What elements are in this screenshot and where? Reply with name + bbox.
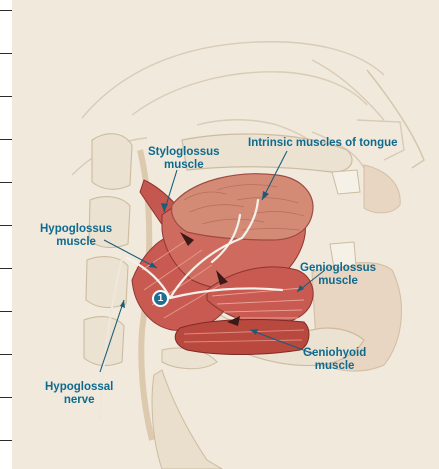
ruler-tick [0,10,12,11]
ruler-tick [0,139,12,140]
ruler-tick [0,311,12,312]
nose-outline [367,70,424,168]
ruler-tick [0,96,12,97]
geniohyoid-label: Geniohyoid muscle [303,347,366,373]
ruler-strip [0,0,12,469]
ruler-tick [0,354,12,355]
geniohyoid-label-line1: Geniohyoid [303,347,366,359]
genioglossus-label-line2: muscle [318,275,358,287]
ruler-tick [0,225,12,226]
ruler-tick [0,397,12,398]
hypoglossus-label: Hypoglossus muscle [40,223,112,249]
genioglossus-label: Genioglossus muscle [300,262,376,288]
tongue-anatomy-illustration: Styloglossus muscle Intrinsic muscles of… [12,0,439,469]
larynx [152,370,222,469]
genioglossus-label-line1: Genioglossus [300,262,376,274]
styloglossus-label-line1: Styloglossus [148,146,220,158]
hypoglossus-label-line2: muscle [56,236,96,248]
ruler-tick [0,182,12,183]
hypoglossal-nerve-label-line2: nerve [64,394,95,406]
geniohyoid-label-line2: muscle [315,360,355,372]
numbered-marker: 1 [152,290,169,307]
intrinsic-muscles-label-text: Intrinsic muscles of tongue [248,137,398,149]
upper-lip [364,165,400,213]
hypoglossus-label-line1: Hypoglossus [40,223,112,235]
upper-teeth [332,170,360,194]
styloglossus-label-line2: muscle [164,159,204,171]
hypoglossal-nerve-label-line1: Hypoglossal [45,381,113,393]
ruler-tick [0,268,12,269]
geniohyoid-muscle-shape [175,320,309,355]
intrinsic-muscles-label: Intrinsic muscles of tongue [248,137,398,150]
ruler-tick [0,440,12,441]
hypoglossal-nerve-label: Hypoglossal nerve [45,381,113,407]
styloglossus-label: Styloglossus muscle [148,146,220,172]
ruler-tick [0,53,12,54]
